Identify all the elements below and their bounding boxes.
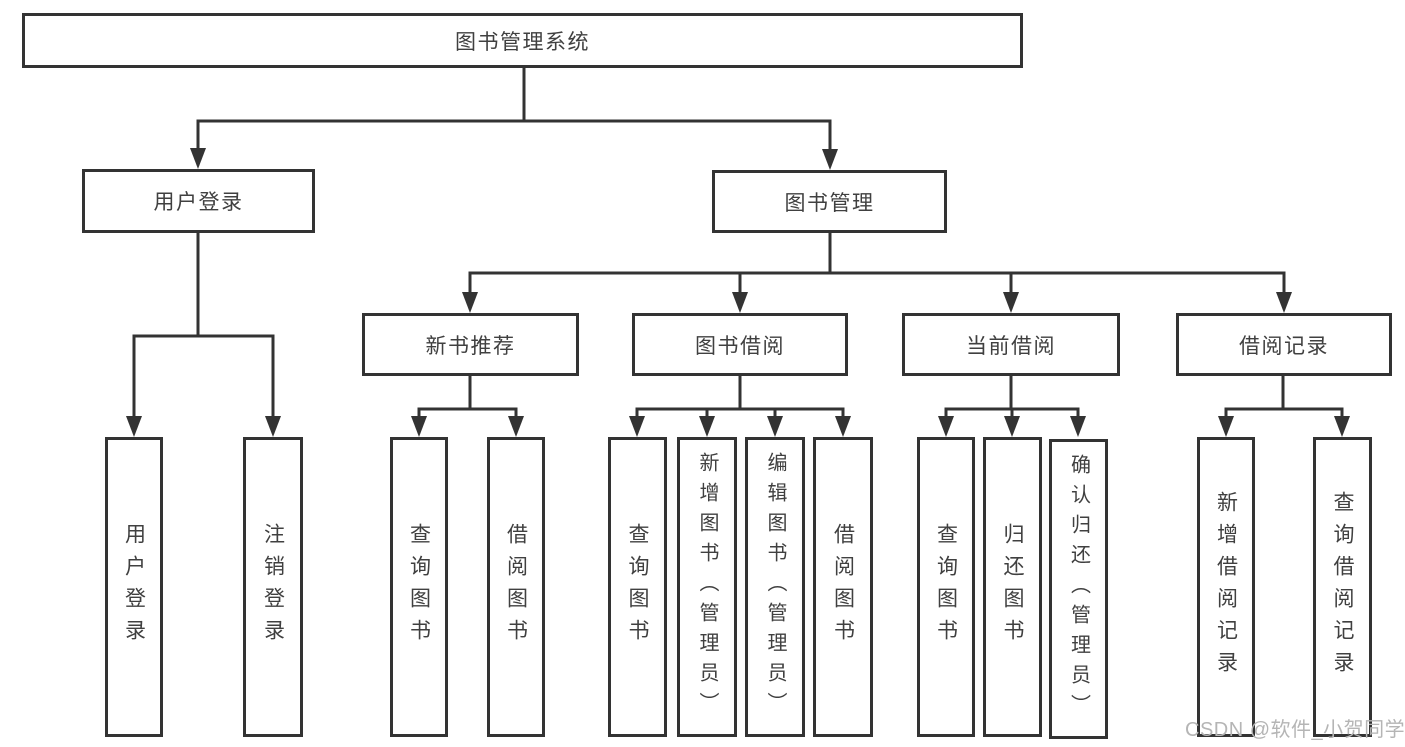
arrowhead-down-icon	[1276, 292, 1292, 313]
arrowhead-down-icon	[1004, 416, 1020, 437]
leaf-add-book-admin-label: 新增图书（管理员）	[696, 452, 718, 722]
arrowhead-down-icon	[126, 416, 142, 437]
leaf-confirm-return-admin-label: 确认归还（管理员）	[1067, 454, 1090, 724]
node-current-borrow-label: 当前借阅	[966, 334, 1056, 358]
node-book-borrow: 图书借阅	[632, 313, 848, 376]
node-book-borrow-label: 图书借阅	[695, 334, 785, 358]
leaf-confirm-return-admin: 确认归还（管理员）	[1049, 439, 1108, 739]
arrowhead-down-icon	[835, 416, 851, 437]
leaf-query-borrow-record-label: 查询借阅记录	[1331, 491, 1354, 683]
arrowhead-down-icon	[1070, 416, 1086, 437]
leaf-return-book: 归还图书	[983, 437, 1042, 737]
arrowhead-down-icon	[1334, 416, 1350, 437]
node-book-management-label: 图书管理	[784, 191, 875, 215]
leaf-return-book-label: 归还图书	[1001, 523, 1024, 651]
arrowhead-down-icon	[1218, 416, 1234, 437]
node-new-book-recommend: 新书推荐	[362, 313, 579, 376]
arrowhead-down-icon	[822, 149, 838, 170]
arrowhead-down-icon	[629, 416, 645, 437]
leaf-edit-book-admin: 编辑图书（管理员）	[745, 437, 805, 737]
arrowhead-down-icon	[1003, 292, 1019, 313]
node-new-book-recommend-label: 新书推荐	[425, 334, 516, 358]
leaf-user-login-label: 用户登录	[122, 523, 146, 651]
node-user-login-label: 用户登录	[153, 191, 244, 214]
arrowhead-down-icon	[767, 416, 783, 437]
arrowhead-down-icon	[732, 292, 748, 313]
arrowhead-down-icon	[938, 416, 954, 437]
arrowhead-down-icon	[411, 416, 427, 437]
arrowhead-down-icon	[699, 416, 715, 437]
leaf-query-borrow-record: 查询借阅记录	[1313, 437, 1372, 737]
leaf-borrow-books-recommend-label: 借阅图书	[504, 523, 528, 651]
node-user-login: 用户登录	[82, 169, 315, 233]
leaf-add-borrow-record: 新增借阅记录	[1197, 437, 1255, 737]
leaf-add-borrow-record-label: 新增借阅记录	[1214, 491, 1238, 683]
arrowhead-down-icon	[190, 148, 206, 169]
leaf-query-books-current: 查询图书	[917, 437, 975, 737]
leaf-query-books-borrow: 查询图书	[608, 437, 667, 737]
node-borrow-records-label: 借阅记录	[1239, 334, 1329, 358]
leaf-logout: 注销登录	[243, 437, 303, 737]
leaf-user-login: 用户登录	[105, 437, 163, 737]
csdn-watermark: CSDN @软件_小贺同学	[1185, 719, 1405, 741]
leaf-query-books-recommend: 查询图书	[390, 437, 448, 737]
leaf-query-books-borrow-label: 查询图书	[626, 523, 649, 651]
leaf-borrow-books-recommend: 借阅图书	[487, 437, 545, 737]
leaf-edit-book-admin-label: 编辑图书（管理员）	[764, 452, 786, 722]
leaf-logout-label: 注销登录	[261, 523, 285, 651]
leaf-query-books-current-label: 查询图书	[934, 523, 958, 651]
arrowhead-down-icon	[265, 416, 281, 437]
node-borrow-records: 借阅记录	[1176, 313, 1392, 376]
leaf-borrow-books-borrow-label: 借阅图书	[831, 523, 855, 651]
leaf-query-books-recommend-label: 查询图书	[407, 523, 431, 651]
node-root: 图书管理系统	[22, 13, 1023, 68]
node-current-borrow: 当前借阅	[902, 313, 1120, 376]
arrowhead-down-icon	[508, 416, 524, 437]
node-root-label: 图书管理系统	[455, 30, 590, 54]
leaf-borrow-books-borrow: 借阅图书	[813, 437, 873, 737]
leaf-add-book-admin: 新增图书（管理员）	[677, 437, 737, 737]
arrowhead-down-icon	[462, 292, 478, 313]
node-book-management: 图书管理	[712, 170, 947, 233]
